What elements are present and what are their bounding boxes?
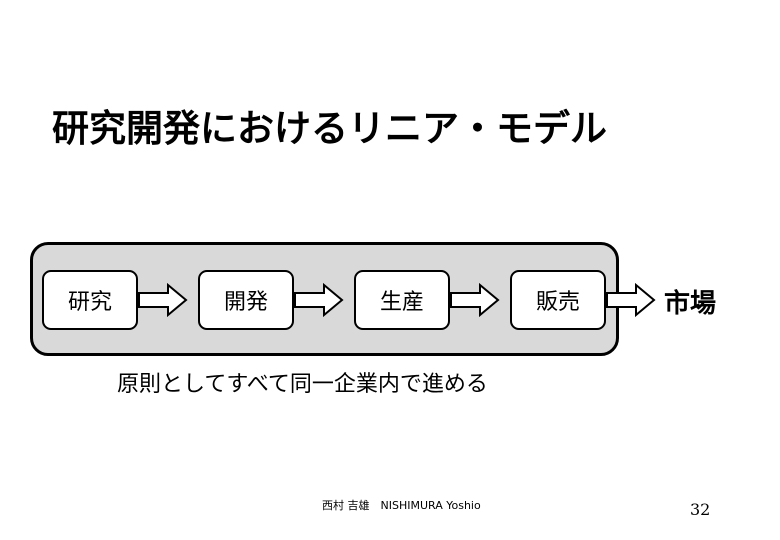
page-number: 32: [690, 500, 711, 519]
stage-production-box: 生産: [354, 270, 450, 330]
flow-arrow-1: [138, 283, 188, 317]
footer-author: 西村 吉雄 NISHIMURA Yoshio: [322, 499, 481, 512]
slide-title: 研究開発におけるリニア・モデル: [52, 107, 607, 150]
flow-arrow-2: [294, 283, 344, 317]
caption-text: 原則としてすべて同一企業内で進める: [117, 372, 488, 397]
stage-development-box: 開発: [198, 270, 294, 330]
flow-arrow-3: [450, 283, 500, 317]
flow-arrow-market: [606, 283, 656, 317]
stage-sales-box: 販売: [510, 270, 606, 330]
market-label: 市場: [664, 289, 717, 319]
stage-research-box: 研究: [42, 270, 138, 330]
